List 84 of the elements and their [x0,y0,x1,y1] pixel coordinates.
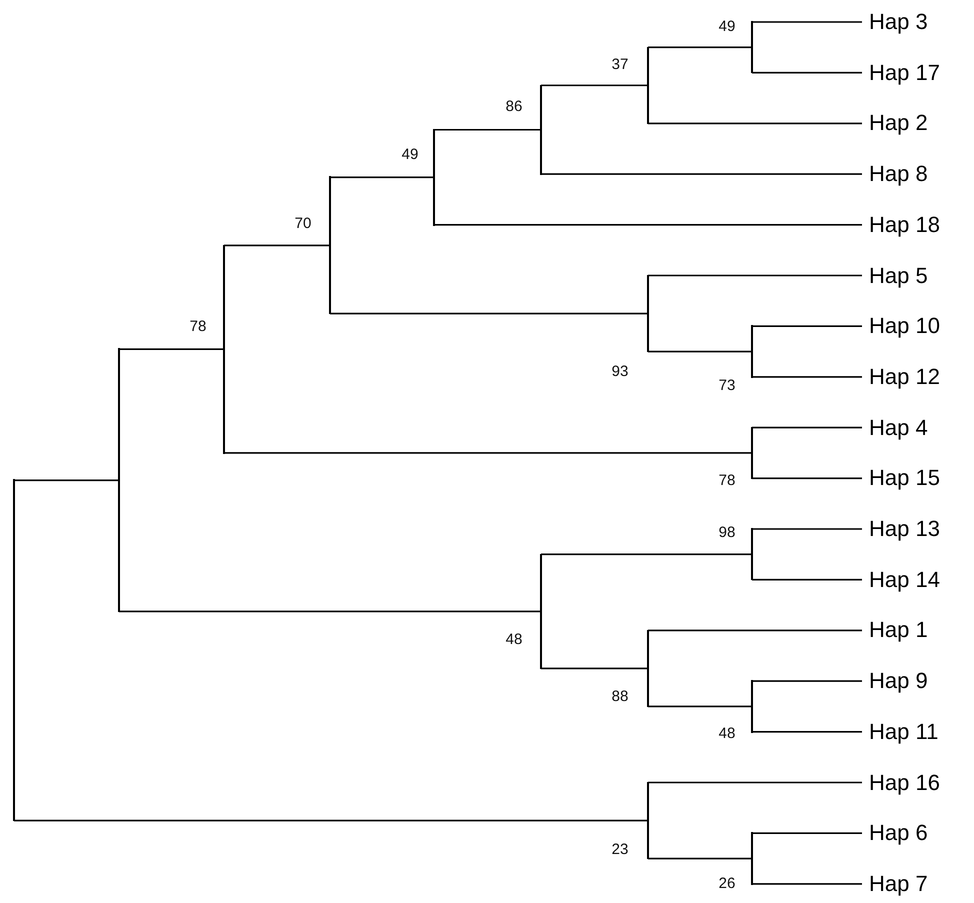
taxon-label: Hap 1 [862,616,928,644]
clade-branch-line [223,244,225,454]
branch-line [541,668,648,670]
branch-line [752,426,862,428]
branch-line [434,128,541,131]
taxon-label: Hap 13 [862,515,940,543]
branch-line [752,72,862,74]
taxon-label: Hap 10 [862,312,940,340]
taxon-label: Hap 7 [862,870,928,898]
branch-line [648,782,862,784]
taxon-label: Hap 17 [862,58,940,87]
branch-line [752,578,862,580]
clade-branch-line [751,680,753,733]
bootstrap-value: 70 [294,215,312,233]
branch-line [119,348,224,350]
clade-branch-line [751,325,753,378]
clade-branch-line [540,554,542,670]
bootstrap-value: 78 [718,472,736,490]
taxon-label: Hap 3 [862,8,928,36]
bootstrap-value: 48 [718,725,736,743]
branch-line [752,478,862,480]
bootstrap-value: 93 [612,363,628,381]
branch-line [648,350,752,352]
branch-line [541,84,648,86]
branch-line [648,706,752,708]
bootstrap-value: 73 [718,377,736,395]
branch-line [752,376,862,378]
taxon-label: Hap 2 [862,109,928,138]
branch-line [119,610,541,612]
taxon-label: Hap 15 [862,464,940,492]
branch-line [224,452,752,454]
taxon-label: Hap 8 [862,160,928,188]
bootstrap-value: 49 [402,146,418,164]
bootstrap-value: 98 [718,524,736,542]
branch-line [752,21,862,23]
bootstrap-value: 49 [718,18,736,36]
clade-branch-line [13,479,15,822]
taxon-label: Hap 11 [862,718,938,746]
taxon-label: Hap 12 [862,362,940,391]
bootstrap-value: 37 [612,56,628,74]
clade-branch-line [751,528,753,580]
clade-branch-line [433,128,435,226]
branch-line [330,176,434,178]
bootstrap-value: 48 [506,631,522,649]
bootstrap-value: 78 [190,318,206,336]
clade-branch-line [329,176,331,314]
branch-line [330,312,648,314]
bootstrap-value: 23 [612,841,628,859]
clade-branch-line [647,630,649,708]
branch-line [752,680,862,682]
taxon-label: Hap 18 [862,210,940,239]
branch-line [14,820,648,822]
branch-line [648,46,752,48]
branch-line [648,858,752,860]
bootstrap-value: 26 [718,875,736,893]
branch-line [752,731,862,733]
taxon-label: Hap 9 [862,667,928,696]
clade-branch-line [647,782,649,860]
taxon-label: Hap 5 [862,262,928,290]
taxon-label: Hap 4 [862,414,928,442]
taxon-label: Hap 16 [862,768,940,796]
clade-branch-line [751,426,753,480]
clade-branch-line [118,348,120,612]
branch-line [648,630,862,632]
branch-line [752,528,862,530]
branch-line [14,479,119,482]
branch-line [434,224,862,226]
clade-branch-line [540,84,542,175]
branch-line [224,244,330,246]
clade-branch-line [647,46,649,124]
branch-line [752,883,862,885]
branch-line [752,832,862,834]
branch-line [648,274,862,276]
branch-line [752,325,862,327]
branch-line [541,554,752,556]
bootstrap-value: 88 [612,688,628,706]
clade-branch-line [647,274,649,352]
bootstrap-value: 86 [506,98,522,116]
branch-line [541,173,862,175]
clade-branch-line [751,21,753,74]
taxon-label: Hap 6 [862,819,928,848]
clade-branch-line [751,832,753,885]
branch-line [648,122,862,124]
taxon-label: Hap 14 [862,566,940,594]
